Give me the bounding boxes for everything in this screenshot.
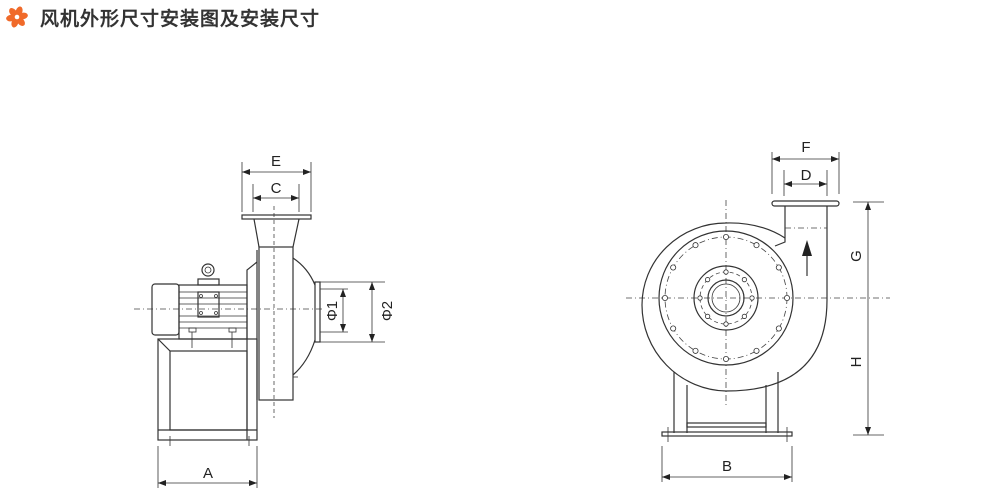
bolt [741,313,747,319]
dimension-label-a: A [203,465,213,482]
bolt [705,277,711,283]
bolt [723,233,730,240]
dimension-label-f: F [801,139,810,156]
dimension-label-b: B [722,458,732,475]
bolt [749,295,755,301]
bolt [705,313,711,319]
dimension-label-c: C [271,180,282,197]
page-header: 风机外形尺寸安装图及安装尺寸 [6,3,320,31]
bolt [692,242,699,249]
bolt [692,347,699,354]
dimension-label-d: D [801,167,812,184]
dimension-label-phi1: Φ1 [324,301,341,321]
terminal-box [197,291,220,318]
bolt [741,277,747,283]
dimension-label-phi2: Φ2 [379,301,396,321]
bolt [697,295,703,301]
dimension-label-h: H [848,357,865,368]
bolt [723,355,730,362]
dimension-label-e: E [271,153,281,170]
bolt [662,294,669,301]
bolt [775,325,782,332]
side-view: E C Φ1 Φ2 A [134,153,396,488]
bolt [723,321,729,327]
bolt [723,269,729,275]
eyebolt [201,263,215,277]
fan-icon [6,6,28,28]
bolt [784,294,791,301]
bolt [670,264,677,271]
dimension-label-g: G [848,250,865,262]
bolt [753,242,760,249]
front-view: F D G H B [626,139,890,482]
bolt [775,264,782,271]
page-title: 风机外形尺寸安装图及安装尺寸 [40,7,321,30]
bolt [670,325,677,332]
bolt [753,347,760,354]
